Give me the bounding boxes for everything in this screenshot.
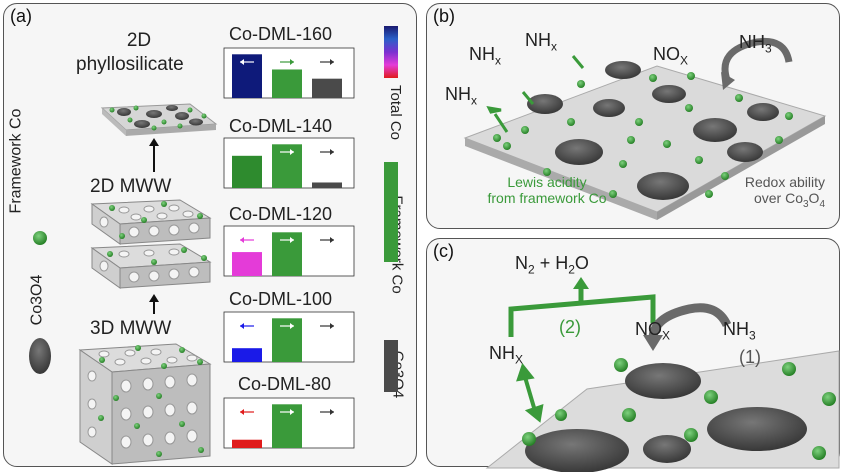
reaction-bracket [508,287,656,337]
panel-b-graphics [463,37,827,220]
bar-framework-co [272,318,302,362]
bar-co3o4 [312,78,342,98]
sample-title-100: Co-DML-100 [229,289,333,309]
mww-2d-structure [90,199,212,289]
direction-arrow-head [330,149,334,155]
panel-c-graphics [485,277,840,472]
panel-b-label: (b) [433,6,455,26]
bar-total-co [232,252,262,276]
sample-title-140: Co-DML-140 [229,116,333,136]
sample-title-80: Co-DML-80 [238,374,332,394]
legend-framework-colorbar [384,162,398,262]
nh3-label-c: NH3 [723,319,756,343]
step-2-label: (2) [559,317,581,337]
label-3d-mww: 3D MWW [90,318,172,339]
direction-arrow-head [240,59,244,65]
direction-arrow-head [290,409,294,415]
nhx-label-3: NHx [525,30,557,54]
nox-label-c: NOX [635,319,671,343]
title-2d: 2D [126,30,152,51]
panel-a: (a) 2D phyllosilicate 2D MWW 3D MWW Fram… [3,3,417,467]
direction-arrow-head [290,237,294,243]
direction-arrow-head [330,409,334,415]
bar-total-co [232,439,262,448]
nhx-adsorption-arrow [516,362,544,423]
nh3-curved-arrow [648,303,732,340]
bar-framework-co [272,69,302,98]
adsorption-arrows [486,55,585,133]
step-1-label: (1) [739,347,761,367]
sample-title-120: Co-DML-120 [229,204,333,224]
legend-total-colorbar [384,26,398,78]
direction-arrow-head [240,149,244,155]
panel-c-label: (c) [433,241,454,261]
bar-charts [223,47,355,449]
nhx-label-1: NHx [445,84,477,108]
nh3-label: NH3 [739,32,772,56]
panel-c: (c) N2 + H2O (2) (1 [426,238,840,472]
panel-b: (b) [426,3,840,229]
direction-arrow-head [290,323,294,329]
direction-arrow-head [240,323,244,329]
mww-3d-structure [78,343,212,465]
direction-arrow-head [240,409,244,415]
legend-co3o4-colorbar [384,340,398,392]
legend-co3o4-ellipse [29,338,51,374]
direction-arrow-head [330,323,334,329]
direction-arrow-head [240,237,244,243]
bar-total-co [232,54,262,98]
panel-a-label: (a) [10,6,32,26]
legend-framework-dot [33,231,47,245]
panel-a-graphics [29,26,398,465]
nox-label: NOX [653,44,689,68]
bar-framework-co [272,144,302,188]
bar-total-co [232,348,262,362]
nhx-label-2: NHx [469,44,501,68]
bar-framework-co [272,404,302,448]
phyllosilicate-sheet [100,103,218,136]
label-2d-mww: 2D MWW [90,176,172,197]
redox-curved-arrow [721,37,793,82]
bar-total-co [232,155,262,188]
title-phyllosilicate: phyllosilicate [76,54,184,75]
nhx-label: NHX [489,343,524,367]
bar-co3o4 [312,182,342,188]
direction-arrow-head [330,59,334,65]
bar-framework-co [272,232,302,276]
sample-title-160: Co-DML-160 [229,24,333,44]
direction-arrow-head [330,237,334,243]
direction-arrow-head [290,149,294,155]
direction-arrow-head [290,59,294,65]
products-label: N2 + H2O [515,253,589,277]
